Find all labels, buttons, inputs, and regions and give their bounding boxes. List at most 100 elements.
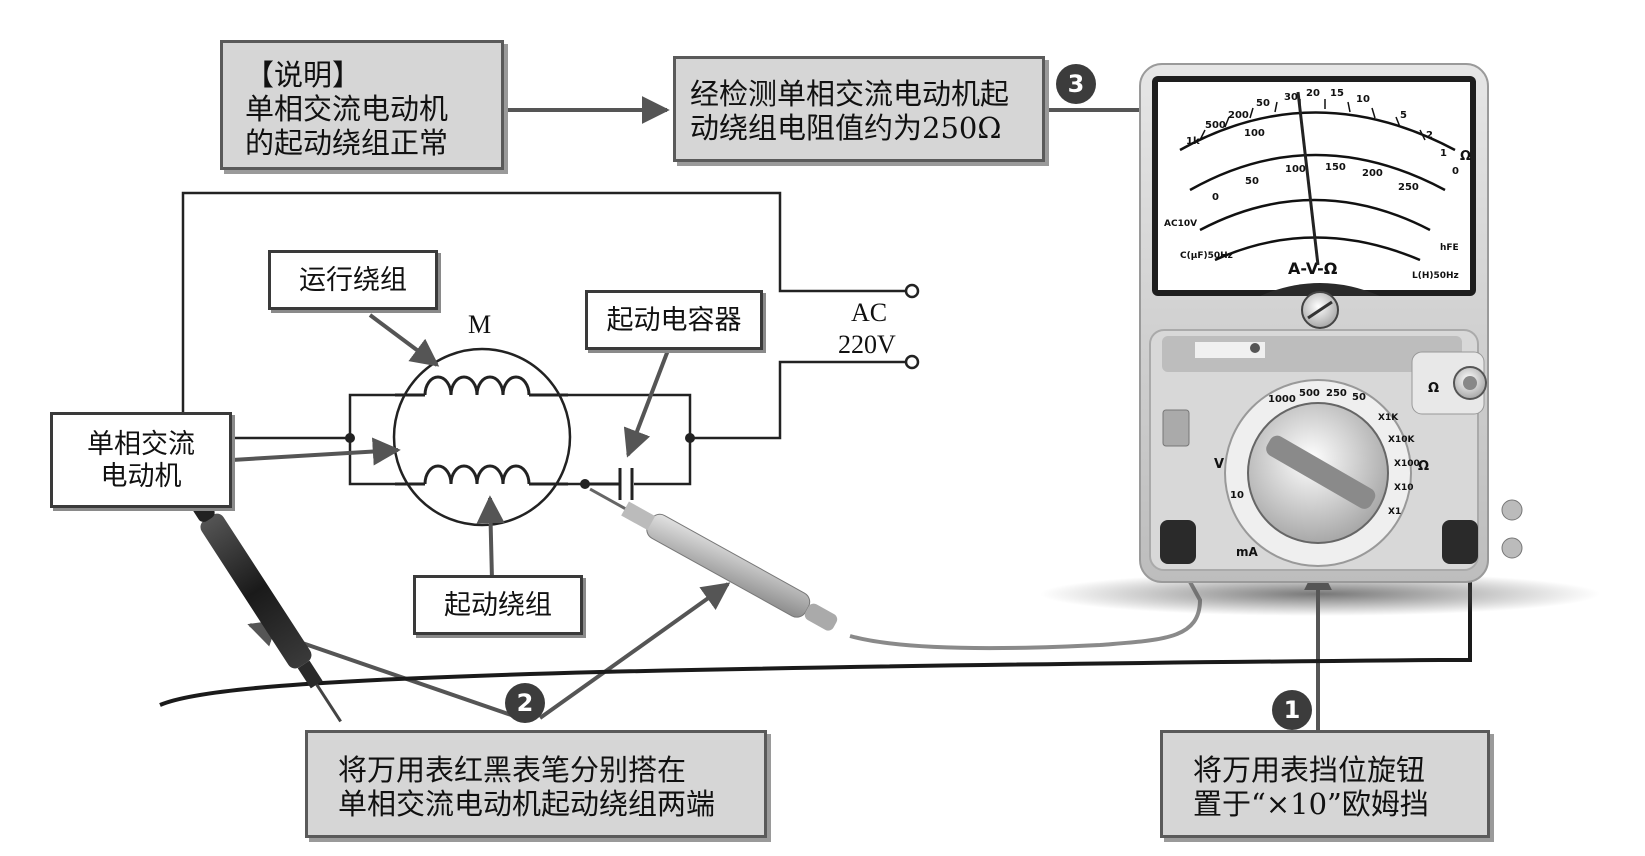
scale-n-200: 200 [1228,110,1249,121]
step-badge-3: 3 [1056,64,1096,104]
scale-n-50: 50 [1256,98,1270,109]
note-box: 【说明】 单相交流电动机 的起动绕组正常 [220,40,504,170]
switch-ohm-x10: X10 [1394,483,1413,493]
junction-left [345,433,355,443]
meter-needle [1296,91,1320,266]
tag-inductance: L(H)50Hz [1412,271,1459,281]
result-line-2: 动绕组电阻值约为250Ω [690,111,1002,145]
black-lead-wire [159,560,1472,707]
aux-jack-bottom[interactable] [1501,537,1523,559]
run-winding-coil [395,375,568,397]
switch-ma-label: mA [1236,545,1259,559]
red-lead-wire [849,559,1203,651]
voltage-label: 220V [838,330,896,359]
ac-label: AC [851,298,888,327]
motor-label-box: 单相交流 电动机 [50,412,232,508]
scale-n-30: 30 [1284,92,1298,103]
junction-right [685,433,695,443]
meter-scale-arcs [1179,111,1456,262]
note-line-3: 的起动绕组正常 [245,126,449,160]
run-winding-label-box: 运行绕组 [268,250,438,310]
positive-jack[interactable] [1442,520,1478,564]
scale-n-100: 100 [1244,128,1265,139]
switch-omega-label: Ω [1418,459,1429,474]
range-selector-pointer [1266,435,1376,509]
start-winding-coil [395,464,568,486]
com-jack[interactable] [1160,520,1196,564]
start-capacitor-label: 起动电容器 [606,305,742,336]
ohm-zero-knob-center [1463,376,1477,390]
needle-pivot-cover [1260,283,1380,296]
step2-line-1: 将万用表红黑表笔分别搭在 [338,753,687,787]
step2-box: 将万用表红黑表笔分别搭在 单相交流电动机起动绕组两端 [305,730,767,838]
step1-box: 将万用表挡位旋钮 置于“×10”欧姆挡 [1160,730,1490,838]
result-line-1: 经检测单相交流电动机起 [690,77,1010,111]
ac-terminal-top [904,283,920,299]
dc-scale-250: 250 [1398,182,1419,193]
result-box: 经检测单相交流电动机起 动绕组电阻值约为250Ω [673,56,1045,162]
step-badge-1: 1 [1272,690,1312,730]
switch-v-1000: 1000 [1268,394,1296,405]
tag-hfe: hFE [1440,243,1459,253]
scale-n-15: 15 [1330,88,1344,99]
switch-ohm-x100: X100 [1394,459,1420,469]
scale-n-5: 5 [1400,110,1407,121]
scale-n-2: 2 [1426,130,1433,141]
switch-v-label: V [1214,457,1224,472]
switch-ohm-x1: X1 [1388,507,1401,517]
scale-n-500: 500 [1205,120,1226,131]
switch-v-10: 10 [1230,490,1244,501]
scale-n-1k: 1k [1186,136,1200,147]
meter-scale-ticks [1199,99,1426,141]
dc-scale-100: 100 [1285,164,1306,175]
arrow-run-winding [368,313,440,367]
scale-omega-symbol: Ω [1460,149,1471,164]
wire-frame-bottom-right [634,438,692,486]
scale-n-20: 20 [1306,88,1320,99]
motor-symbol-label: M [468,310,492,339]
dc-scale-150: 150 [1325,162,1346,173]
meter-label-plate [1195,342,1265,358]
dial-label: A-V-Ω [1288,259,1338,278]
ac-terminal-bottom [904,354,920,370]
switch-v-500: 500 [1299,388,1320,399]
wire-to-ac-lower [690,360,912,440]
switch-v-50: 50 [1352,392,1366,403]
switch-ohm-x1k: X1K [1378,413,1399,423]
indicator-led [1250,343,1260,353]
run-winding-label: 运行绕组 [299,265,407,296]
note-line-1: 【说明】 [245,58,362,92]
screw-slot [1307,300,1333,320]
wire-top-to-ac [181,191,912,415]
note-line-2: 单相交流电动机 [245,92,449,126]
arrow-start-winding [476,495,505,581]
motor-circle [392,347,572,527]
tag-capacitance: C(μF)50Hz [1180,251,1233,261]
aux-jack-top[interactable] [1501,499,1523,521]
scale-n-1: 1 [1440,148,1447,159]
meter-scale-face [1158,82,1470,290]
step-badge-2: 2 [505,683,545,723]
motor-label-line-1: 单相交流 [87,429,195,460]
dc-scale-50: 50 [1245,176,1259,187]
start-winding-label: 起动绕组 [444,590,552,621]
step2-line-2: 单相交流电动机起动绕组两端 [338,787,716,821]
arrow-capacitor [623,344,672,458]
switch-v-250: 250 [1326,388,1347,399]
step1-line-2: 置于“×10”欧姆挡 [1193,787,1429,821]
capacitor-symbol [585,468,634,500]
start-winding-label-box: 起动绕组 [413,575,583,635]
step1-line-1: 将万用表挡位旋钮 [1193,753,1426,787]
switch-ohm-x10k: X10K [1388,435,1415,445]
tag-ac10v: AC10V [1164,219,1197,229]
dc-scale-200: 200 [1362,168,1383,179]
red-probe [589,487,838,631]
ohm-adjust-omega: Ω [1428,381,1439,396]
motor-label-line-2: 电动机 [100,461,182,492]
scale-n-0: 0 [1452,166,1459,177]
start-capacitor-label-box: 起动电容器 [585,290,763,350]
transistor-socket [1162,409,1190,447]
multimeter: 1k 500 200 100 50 30 20 15 10 5 2 1 0 0 … [1040,63,1600,616]
